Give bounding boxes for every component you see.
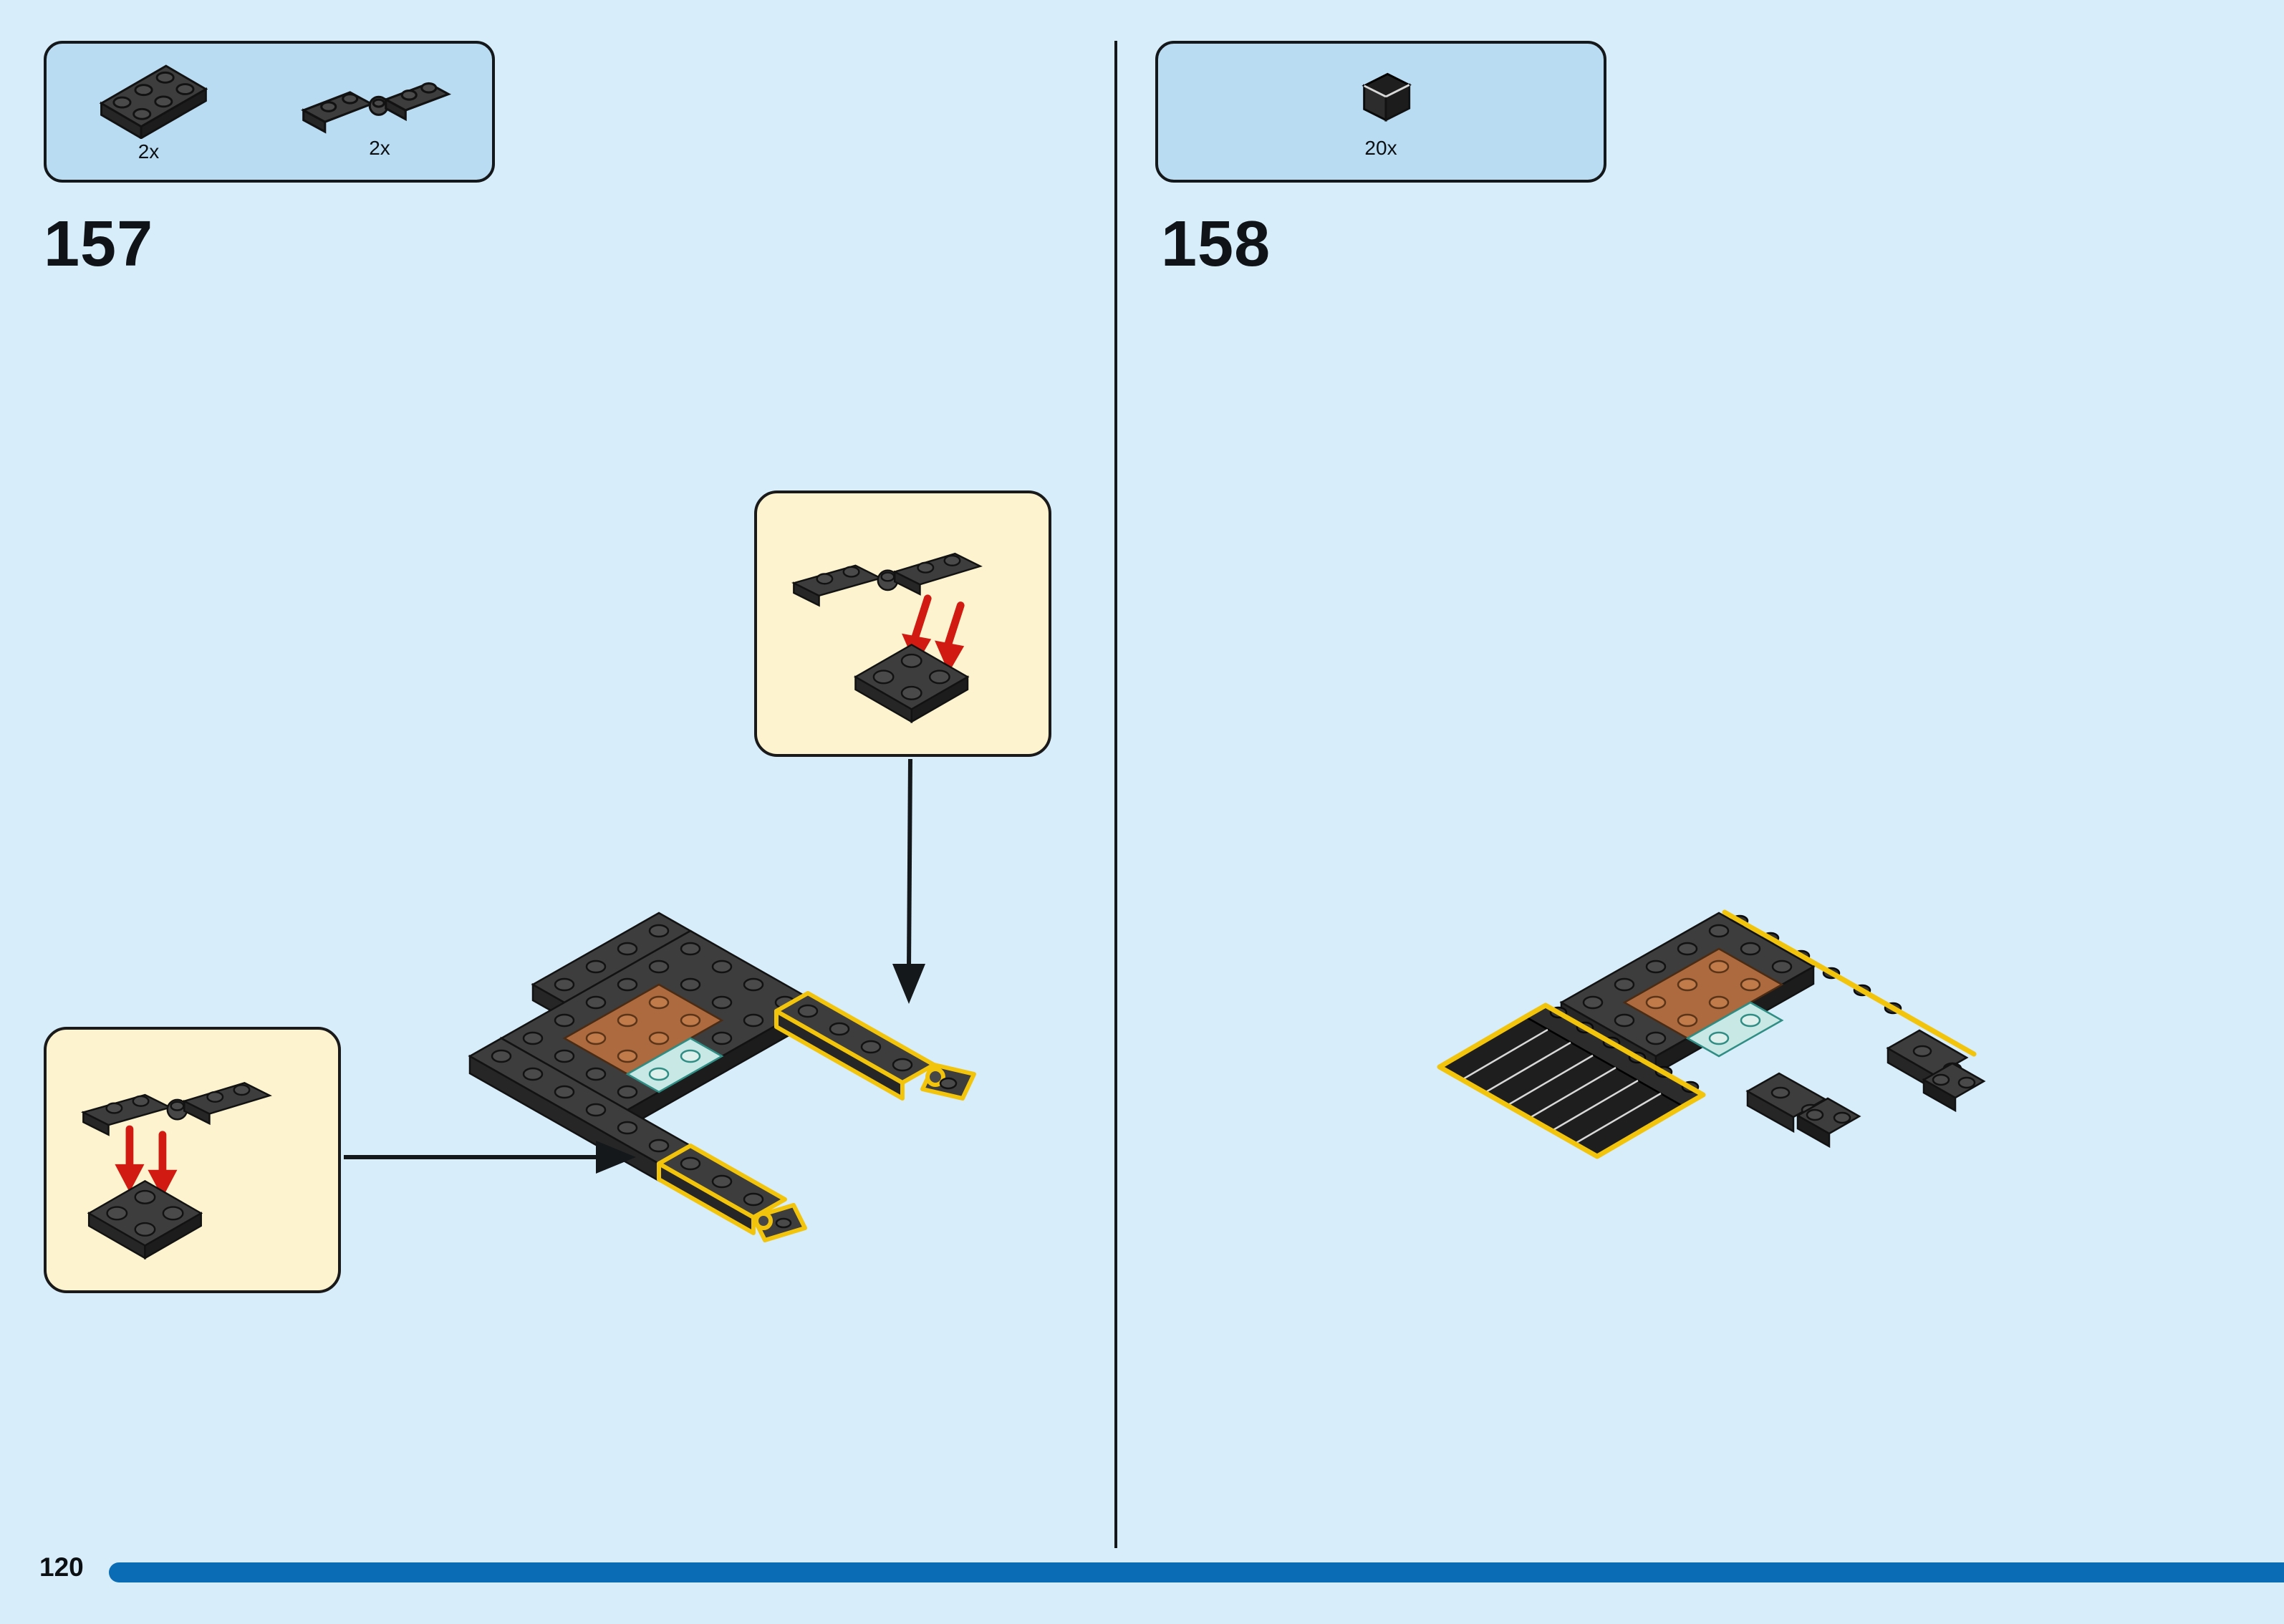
left-edge-plate (468, 1037, 693, 1183)
slope-1x2-icon (1362, 72, 1412, 122)
page-number: 120 (39, 1552, 84, 1582)
front-arm-plates (1745, 1072, 1861, 1149)
plate-2x3-icon (99, 64, 208, 139)
step-divider (1114, 41, 1117, 1548)
callout-subassembly-illustration (80, 1082, 272, 1260)
hinge-plate-piece (80, 1082, 272, 1136)
step-number-157: 157 (44, 208, 154, 280)
part-item: 2x (86, 60, 211, 163)
hinge-plate-piece (791, 552, 983, 607)
progress-bar (109, 1562, 2284, 1582)
step-number-158: 158 (1161, 208, 1271, 280)
part-item: 2x (294, 64, 466, 160)
callout-box-upper (754, 490, 1051, 757)
hinge-plate-icon (301, 82, 451, 134)
part-count-label: 20x (1364, 137, 1397, 159)
right-arm-highlighted (774, 991, 976, 1101)
callout-box-lower (44, 1027, 341, 1293)
part-item: 20x (1331, 64, 1431, 160)
callout-subassembly-illustration (791, 552, 983, 724)
arrow-down-icon (892, 758, 925, 1004)
arrow-right-icon (344, 1141, 636, 1174)
parts-box-step-158: 20x (1155, 41, 1606, 183)
left-slope-wing-highlighted (1437, 1002, 1706, 1159)
plate-2x2-piece (87, 1179, 203, 1260)
center-plate (1559, 912, 1816, 1076)
front-arm-highlighted (657, 1144, 807, 1242)
right-slope-wing-highlighted (1722, 909, 1977, 1057)
base-plate (499, 929, 819, 1129)
part-count-label: 2x (138, 140, 160, 163)
plate-2x2-piece (853, 643, 970, 724)
parts-box-step-157: 2x 2x (44, 41, 495, 183)
right-arm-plates (1886, 1029, 1986, 1113)
back-plate-row (531, 912, 693, 1020)
main-assembly-158 (1437, 909, 1986, 1159)
red-arrow-icon (902, 594, 965, 673)
red-arrow-icon (115, 1125, 178, 1198)
part-count-label: 2x (369, 137, 390, 159)
main-assembly-157 (468, 912, 976, 1242)
